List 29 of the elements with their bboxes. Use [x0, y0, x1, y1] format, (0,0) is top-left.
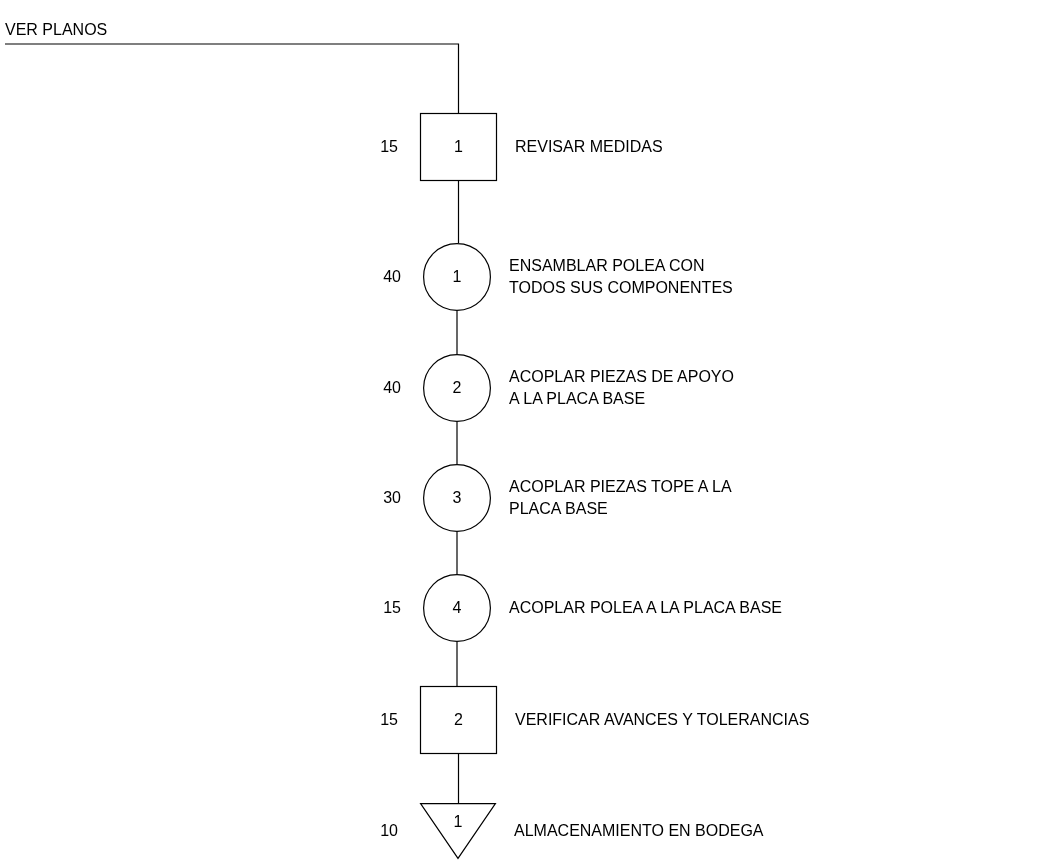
- flow-line: [457, 180, 460, 244]
- step-number: 2: [454, 711, 463, 729]
- time-minutes: 10: [380, 822, 398, 840]
- time-minutes: 30: [383, 489, 401, 507]
- step-description: ACOPLAR PIEZAS DE APOYO A LA PLACA BASE: [509, 367, 735, 409]
- time-minutes: 15: [380, 711, 398, 729]
- flow-line: [456, 531, 458, 575]
- time-minutes: 15: [380, 138, 398, 156]
- step-number: 1: [452, 268, 462, 286]
- flow-line: [456, 421, 458, 465]
- step-number: 1: [454, 138, 463, 156]
- step-description: ACOPLAR PIEZAS TOPE A LA PLACA BASE: [509, 477, 733, 519]
- step-number: 3: [452, 489, 462, 507]
- step-number: 2: [452, 379, 462, 397]
- start-label: VER PLANOS: [5, 20, 108, 40]
- flow-line: [4, 43, 460, 114]
- step-number: 4: [452, 599, 462, 617]
- step-description: REVISAR MEDIDAS: [515, 137, 663, 157]
- time-minutes: 40: [383, 268, 401, 286]
- step-number: 1: [453, 813, 463, 831]
- time-minutes: 40: [383, 379, 401, 397]
- step-description: ALMACENAMIENTO EN BODEGA: [514, 821, 764, 841]
- step-description: VERIFICAR AVANCES Y TOLERANCIAS: [515, 710, 810, 730]
- flow-line: [456, 310, 458, 355]
- step-description: ENSAMBLAR POLEA CON TODOS SUS COMPONENTES: [509, 256, 734, 298]
- time-minutes: 15: [383, 599, 401, 617]
- step-description: ACOPLAR POLEA A LA PLACA BASE: [509, 598, 783, 618]
- flow-line: [456, 641, 458, 687]
- flow-line: [457, 753, 460, 804]
